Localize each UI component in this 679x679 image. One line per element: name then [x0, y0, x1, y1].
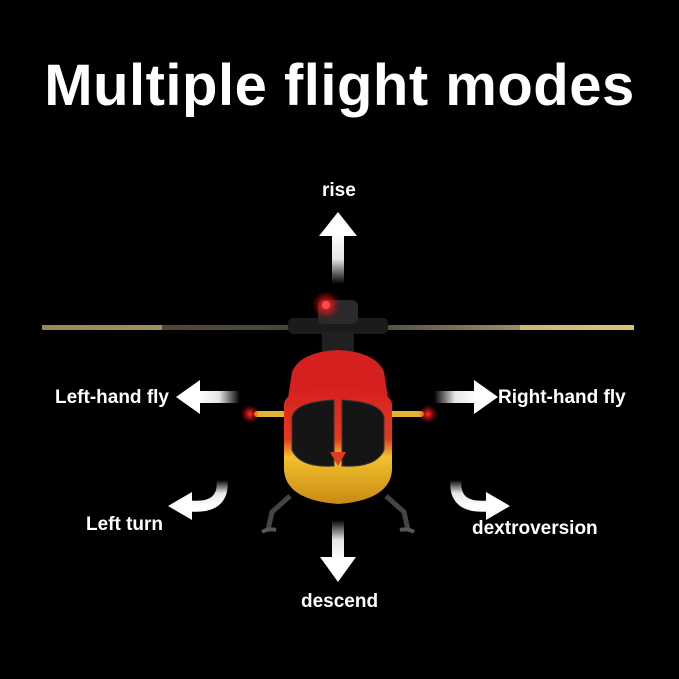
turn-right-icon: [450, 479, 510, 520]
mode-label-rise: rise: [322, 180, 356, 201]
mode-label-right-hand-fly: Right-hand fly: [498, 387, 626, 408]
mode-label-descend: descend: [301, 591, 379, 612]
mode-label-dextroversion: dextroversion: [472, 518, 598, 539]
mode-label-left-turn: Left turn: [86, 514, 164, 535]
arrow-right-icon: [434, 380, 498, 414]
mode-label-left-hand-fly: Left-hand fly: [55, 387, 169, 408]
arrow-up-icon: [319, 212, 357, 284]
helicopter-illustration: [42, 291, 634, 534]
arrow-down-icon: [320, 520, 356, 582]
page-title: Multiple flight modes: [44, 53, 635, 118]
turn-left-icon: [168, 479, 228, 520]
arrow-left-icon: [176, 380, 240, 414]
